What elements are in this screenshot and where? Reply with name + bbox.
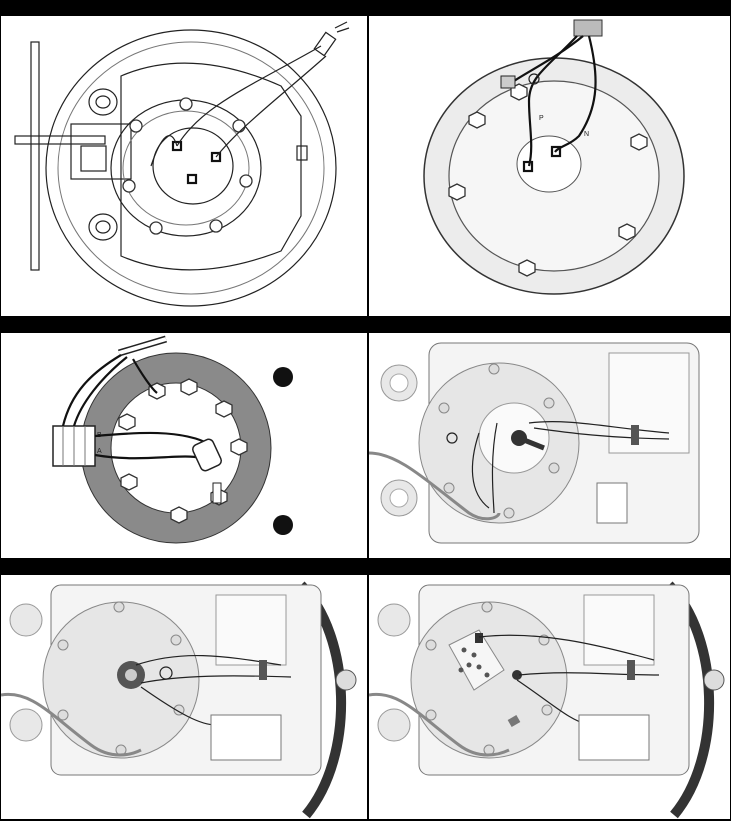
row-3-header-bar [0,559,731,575]
panel-1-heater-top-view [1,16,367,317]
row-2-header-bar [0,317,731,333]
panel-6-installed-element-wiring [369,575,730,820]
row-1-header-bar [0,0,731,16]
panel-5-installed-element-closeup [1,575,367,820]
bottom-border [0,819,731,821]
panel-3-terminal-block-wiring: B A [1,333,367,559]
column-divider [367,0,369,821]
phase-label: P [539,115,544,122]
row-1-bottom-divider [0,316,731,317]
neutral-label: N [584,131,589,138]
terminal-a-label: A [97,448,102,455]
panel-2-element-wiring: P N [369,16,730,317]
row-2-bottom-divider [0,558,731,559]
panel-4-installed-wiring [369,333,730,559]
